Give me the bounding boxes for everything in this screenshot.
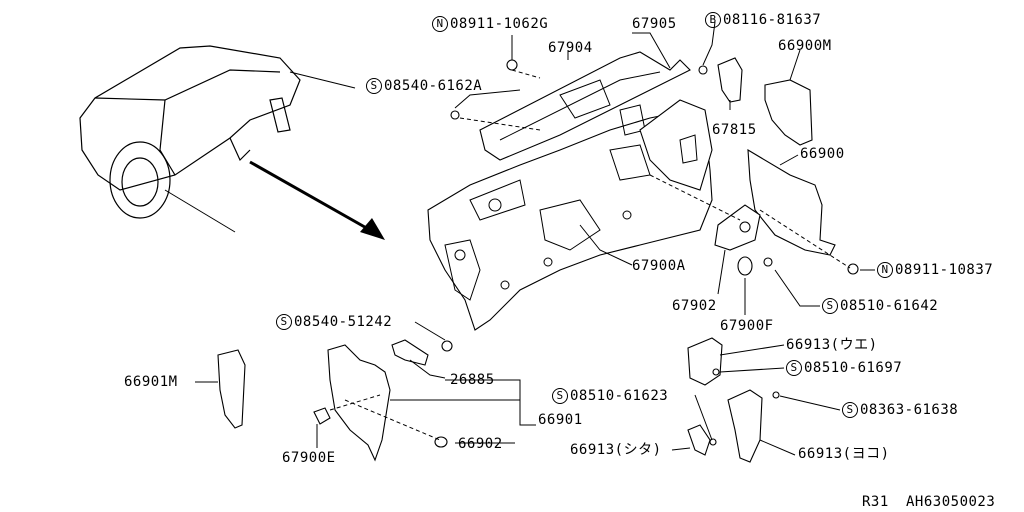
part-67900E (313, 407, 331, 425)
label-66913-ue: 66913(ウエ) (786, 337, 878, 353)
car-overview-sketch (79, 45, 356, 233)
label-67902: 67902 (672, 298, 717, 314)
label-67900E: 67900E (282, 450, 336, 466)
label-66913-yoko: 66913(ヨコ) (798, 446, 890, 462)
label-67900F: 67900F (720, 318, 774, 334)
screw-08540-51242 (441, 340, 453, 352)
dash-panel-assembly (427, 51, 713, 331)
nut-08911-10837 (847, 263, 859, 275)
label-66900M: 66900M (778, 38, 832, 54)
label-66901: 66901 (538, 412, 583, 428)
part-67902 (714, 204, 761, 251)
part-66900 (747, 148, 836, 256)
screw-08510-61642 (763, 257, 773, 267)
part-66913-side (727, 389, 763, 463)
part-66913-upper (687, 337, 723, 386)
part-67900F (737, 256, 753, 276)
label-66900: 66900 (800, 146, 845, 162)
label-67815: 67815 (712, 122, 757, 138)
part-67815 (717, 57, 743, 103)
dashed-guides (329, 69, 851, 441)
part-66901M (217, 349, 246, 429)
part-66901 (327, 344, 391, 462)
label-26885: 26885 (450, 372, 495, 388)
label-66913-shita: 66913(シタ) (570, 442, 662, 458)
screw-08540-6162A (450, 110, 460, 120)
leader-lines (195, 21, 875, 456)
footer-code: AH63050023 (906, 494, 996, 510)
label-67900A: 67900A (632, 258, 686, 274)
footer-ref: R31 (862, 494, 889, 510)
label-67904: 67904 (548, 40, 593, 56)
nut-08911-1062G (506, 59, 518, 71)
part-66913-lower (687, 424, 711, 456)
bolt-08116-81637 (698, 65, 708, 75)
label-66901M: 66901M (124, 374, 178, 390)
label-66902: 66902 (458, 436, 503, 452)
direction-arrow (249, 160, 385, 240)
part-66900M (764, 79, 813, 146)
part-26885 (391, 339, 429, 366)
label-67905: 67905 (632, 16, 677, 32)
